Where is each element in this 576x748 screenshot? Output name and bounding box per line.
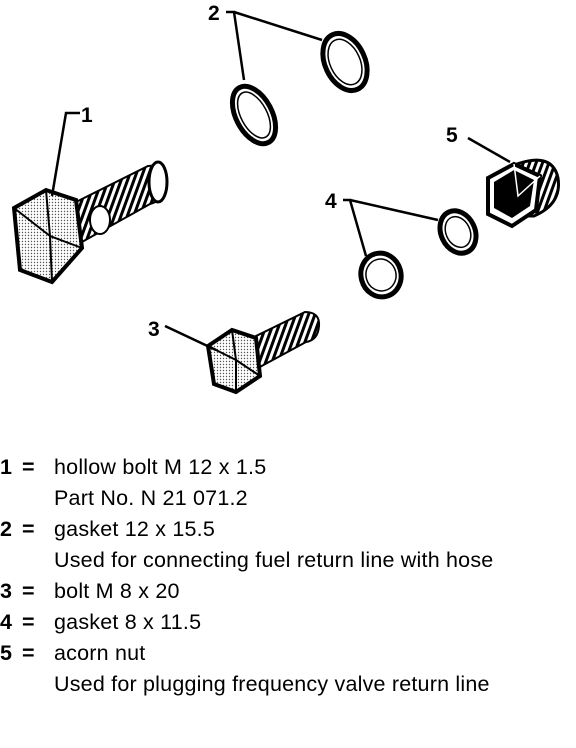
legend-equals: =	[22, 579, 35, 603]
parts-illustration: 1 2 3 4 5	[11, 2, 560, 395]
legend-item: 3 = bolt M 8 x 20	[0, 576, 576, 607]
legend-item: 2 = gasket 12 x 15.5 Used for connecting…	[0, 514, 576, 576]
legend-equals: =	[22, 610, 35, 634]
legend-note: Used for plugging frequency valve return…	[54, 672, 490, 696]
legend-note: Part No. N 21 071.2	[54, 486, 248, 510]
legend-equals: =	[22, 641, 35, 665]
legend-equals: =	[22, 455, 35, 479]
legend-item: 1 = hollow bolt M 12 x 1.5 Part No. N 21…	[0, 452, 576, 514]
bolt-m8-drawing	[205, 310, 321, 395]
legend-part-name: hollow bolt M 12 x 1.5	[54, 455, 267, 479]
parts-legend: 1 = hollow bolt M 12 x 1.5 Part No. N 21…	[0, 452, 576, 700]
legend-part-name: gasket 8 x 11.5	[54, 610, 202, 634]
legend-equals: =	[22, 517, 35, 541]
legend-note: Used for connecting fuel return line wit…	[54, 548, 494, 572]
legend-number: 2	[0, 517, 13, 541]
callout-1: 1	[81, 104, 93, 127]
legend-item: 4 = gasket 8 x 11.5	[0, 607, 576, 638]
legend-number: 1	[0, 455, 13, 479]
hollow-bolt-drawing	[11, 160, 169, 285]
legend-item: 5 = acorn nut Used for plugging frequenc…	[0, 638, 576, 700]
acorn-nut-drawing	[486, 158, 560, 229]
legend-number: 3	[0, 579, 13, 603]
callout-2: 2	[208, 2, 220, 25]
legend-part-name: gasket 12 x 15.5	[54, 517, 215, 541]
callout-3: 3	[148, 318, 160, 341]
gasket-12-drawing	[229, 31, 370, 147]
legend-part-name: bolt M 8 x 20	[54, 579, 180, 603]
gasket-8-drawing	[358, 208, 479, 300]
legend-part-name: acorn nut	[54, 641, 146, 665]
legend-number: 4	[0, 610, 13, 634]
callout-4: 4	[325, 190, 337, 213]
legend-number: 5	[0, 641, 13, 665]
callout-5: 5	[446, 124, 458, 147]
leader-lines	[50, 10, 511, 352]
